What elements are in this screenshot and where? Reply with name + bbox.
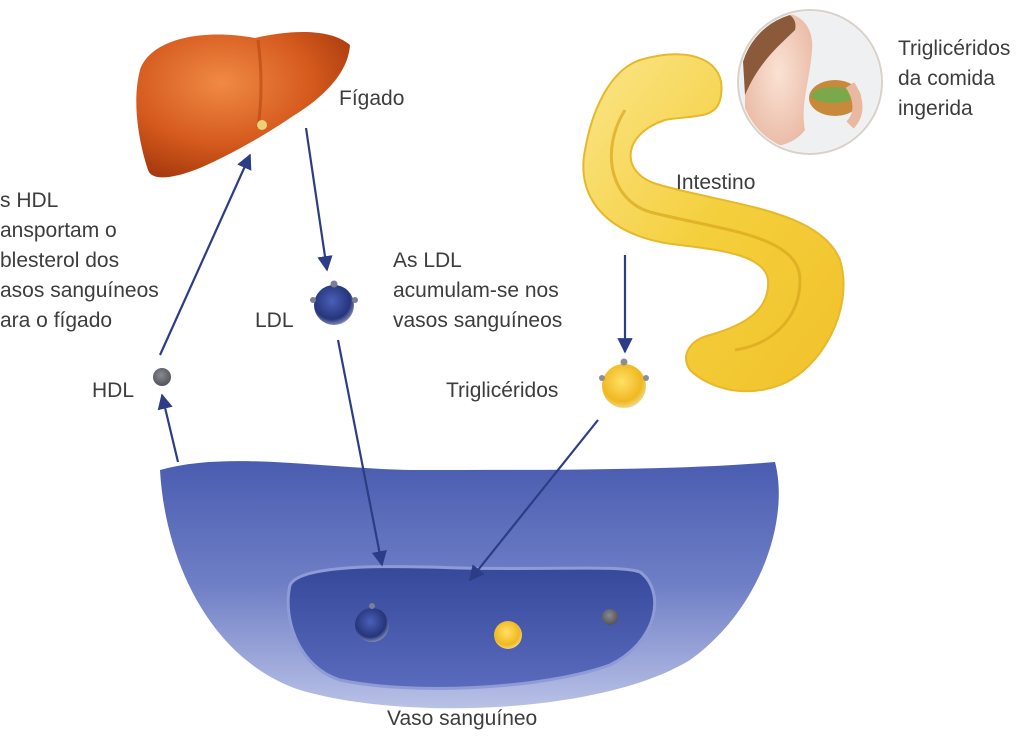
arrow-liver-to-ldl: [306, 128, 327, 270]
hdl-particle-icon: [153, 368, 171, 386]
person-eating-icon: [738, 8, 882, 154]
arrow-hdl-to-liver: [160, 155, 250, 355]
blood-vessel-icon: [160, 461, 779, 708]
ldl-label: LDL: [255, 306, 294, 336]
food-triglycerides-label: Triglicéridos da comida ingerida: [898, 34, 1010, 124]
ldl-particle-icon: [310, 281, 358, 326]
triglyceride-particle-icon: [599, 359, 649, 409]
hdl-description-text: s HDL ansportam o blesterol dos asos san…: [0, 186, 159, 336]
arrow-vessel-to-hdl: [162, 395, 178, 462]
hdl-label: HDL: [92, 376, 134, 406]
liver-icon: [136, 32, 350, 177]
ldl-description-text: As LDL acumulam-se nos vasos sanguíneos: [393, 246, 562, 336]
liver-label: Fígado: [339, 84, 404, 114]
vessel-label: Vaso sanguíneo: [387, 704, 537, 734]
intestine-label: Intestino: [676, 168, 755, 198]
triglycerides-label: Triglicéridos: [446, 376, 558, 406]
